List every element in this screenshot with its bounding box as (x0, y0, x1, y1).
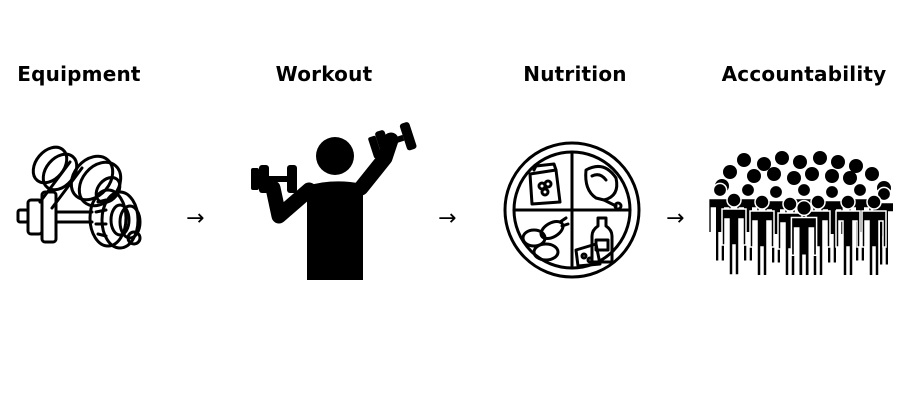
step-label-equipment: Equipment (17, 62, 141, 86)
arrow-right-icon: → (438, 206, 457, 231)
dumbbells-icon (10, 140, 150, 265)
person-lifting-dumbbell-icon (245, 118, 420, 283)
step-label-accountability: Accountability (721, 62, 887, 86)
step-label-nutrition: Nutrition (523, 62, 627, 86)
arrow-right-icon: → (666, 206, 685, 231)
step-label-workout: Workout (275, 62, 373, 86)
crowd-of-people-icon (708, 150, 893, 275)
arrow-right-icon: → (186, 206, 205, 231)
food-plate-icon (500, 140, 645, 280)
